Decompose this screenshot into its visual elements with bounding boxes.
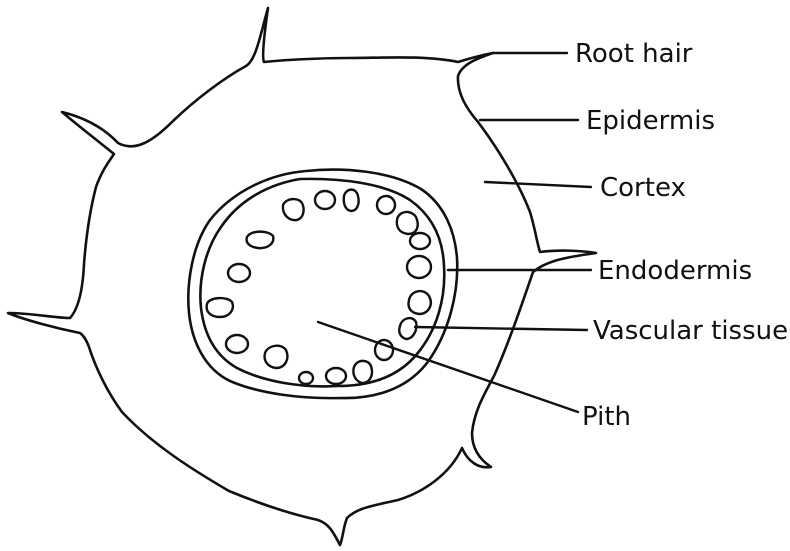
label-pith: Pith [582, 402, 631, 432]
labels: Root hair Epidermis Cortex Endodermis Va… [575, 39, 788, 432]
label-endodermis: Endodermis [598, 256, 752, 286]
label-root-hair: Root hair [575, 39, 693, 69]
label-cortex: Cortex [600, 173, 686, 203]
vascular-bundle [299, 372, 313, 384]
vascular-bundle [408, 291, 430, 314]
vascular-tissue-leader [415, 327, 587, 330]
cortex-leader [485, 182, 591, 187]
epidermis-outline [8, 8, 596, 545]
vascular-bundle [399, 318, 416, 339]
vascular-bundle [344, 190, 359, 211]
leader-lines [318, 53, 591, 412]
vascular-bundle [353, 361, 372, 383]
vascular-bundle [247, 232, 274, 248]
vascular-bundle [326, 368, 346, 384]
label-epidermis: Epidermis [586, 106, 715, 136]
vascular-bundle [377, 196, 395, 214]
vascular-bundle [283, 199, 304, 220]
vascular-bundle [315, 191, 335, 209]
vascular-bundle [397, 212, 418, 234]
vascular-bundle [265, 346, 288, 368]
label-vascular-tissue: Vascular tissue [593, 316, 788, 346]
vascular-bundle [410, 233, 430, 249]
vascular-bundle [228, 264, 250, 282]
vascular-bundle [226, 335, 248, 353]
vascular-bundle [407, 256, 431, 278]
vascular-bundle [207, 298, 233, 317]
vascular-bundles [207, 190, 431, 384]
